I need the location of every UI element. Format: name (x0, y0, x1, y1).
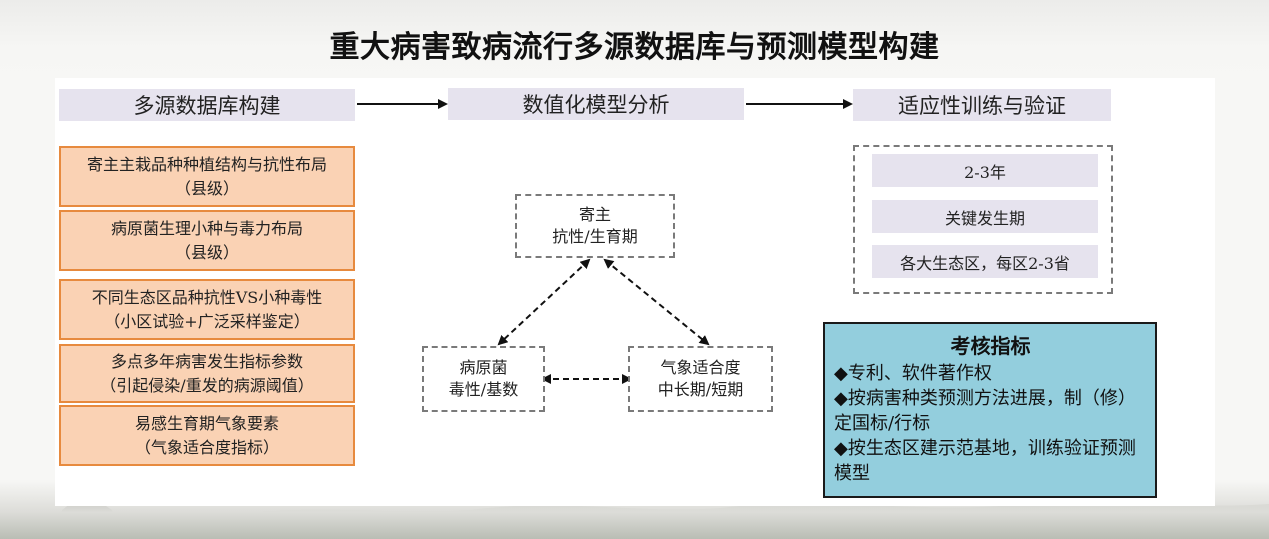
database-item-4-line1: 多点多年病害发生指标参数 (110, 351, 303, 371)
node-pathogen: 病原菌 毒性/基数 (422, 346, 545, 412)
assessment-title: 考核指标 (950, 334, 1031, 358)
background-top (0, 0, 1269, 80)
node-host: 寄主 抗性/生育期 (515, 194, 675, 258)
database-item-5-line2: （气象适合度指标） (134, 437, 279, 457)
database-item-5: 易感生育期气象要素 （气象适合度指标） (59, 405, 355, 466)
database-item-2-line2: （县级） (174, 242, 239, 262)
arrow-host-pathogen (497, 258, 591, 346)
node-weather: 气象适合度 中长期/短期 (628, 346, 773, 412)
database-item-1-line1: 寄主主栽品种种植结构与抗性布局 (86, 154, 327, 174)
node-pathogen-detail: 毒性/基数 (448, 380, 519, 399)
database-item-3-line2: （小区试验+广泛采样鉴定） (104, 311, 310, 331)
database-item-5-line1: 易感生育期气象要素 (134, 413, 279, 433)
node-weather-detail: 中长期/短期 (657, 380, 744, 399)
database-item-1-line2: （县级） (174, 178, 239, 198)
assessment-item-2: ◆按病害种类预测方法进展，制（修）定国标/行标 (834, 388, 1136, 434)
database-item-3-line1: 不同生态区品种抗性VS小种毒性 (91, 287, 323, 307)
database-item-2: 病原菌生理小种与毒力布局 （县级） (59, 210, 355, 271)
database-item-4: 多点多年病害发生指标参数 （引起侵染/重发的病源阈值） (59, 344, 355, 403)
header-database: 多源数据库构建 (59, 89, 355, 121)
training-item-regions: 各大生态区，每区2-3省 (872, 245, 1098, 278)
page-title: 重大病害致病流行多源数据库与预测模型构建 (329, 30, 940, 65)
assessment-box: 考核指标 ◆专利、软件著作权 ◆按病害种类预测方法进展，制（修）定国标/行标 ◆… (823, 322, 1157, 498)
database-item-4-line2: （引起侵染/重发的病源阈值） (100, 375, 314, 395)
assessment-item-3: ◆按生态区建示范基地，训练验证预测模型 (834, 438, 1136, 484)
training-item-key-period: 关键发生期 (872, 200, 1098, 233)
database-item-1: 寄主主栽品种种植结构与抗性布局 （县级） (59, 146, 355, 207)
arrow-host-weather (603, 258, 710, 346)
database-item-3: 不同生态区品种抗性VS小种毒性 （小区试验+广泛采样鉴定） (59, 279, 355, 340)
training-item-duration: 2-3年 (872, 154, 1098, 187)
node-pathogen-name: 病原菌 (459, 358, 508, 377)
node-weather-name: 气象适合度 (660, 358, 741, 377)
assessment-item-1: ◆专利、软件著作权 (834, 363, 992, 384)
database-item-2-line1: 病原菌生理小种与毒力布局 (110, 218, 303, 238)
header-training-validation: 适应性训练与验证 (853, 89, 1111, 121)
node-host-detail: 抗性/生育期 (552, 227, 638, 246)
header-model-analysis: 数值化模型分析 (448, 88, 744, 120)
node-host-name: 寄主 (578, 205, 611, 224)
